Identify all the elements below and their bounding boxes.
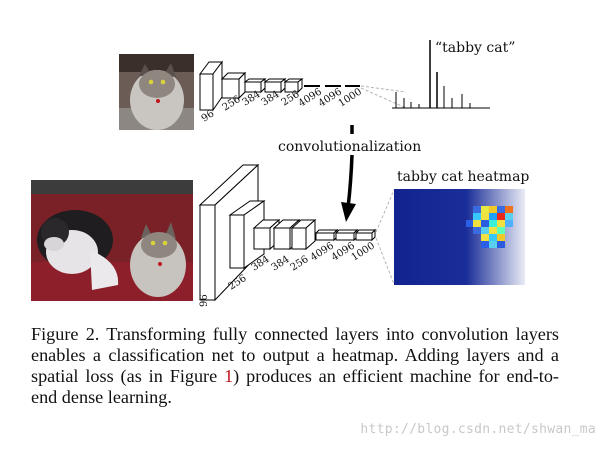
bottom-layer-block-4096b — [334, 228, 359, 242]
top-layer-block-256 — [220, 71, 247, 100]
bottom-label-0: 96 — [199, 294, 210, 307]
watermark: http://blog.csdn.net/shwan_ma — [360, 422, 596, 437]
heatmap — [394, 189, 525, 285]
top-layer-block-96 — [199, 60, 223, 112]
figure-caption: Figure 2. Transforming fully connected l… — [31, 324, 559, 408]
convolutionalization-arrow — [341, 125, 356, 222]
top-layer-block-384b — [263, 78, 287, 94]
bottom-layer-block-1000 — [354, 228, 377, 242]
top-label-7: 1000 — [337, 86, 364, 109]
figure: 96 256 384 384 256 4096 4096 1000 “tabby… — [31, 40, 529, 307]
top-cat-photo — [119, 54, 194, 130]
top-label-0: 96 — [200, 108, 217, 124]
score-bars — [392, 40, 490, 109]
bottom-layer-block-4096a — [314, 228, 339, 242]
top-layer-stack — [199, 60, 360, 112]
bottom-label-4: 256 — [289, 254, 311, 274]
bottom-label-7: 1000 — [350, 240, 377, 263]
caption-text-end: ) produces an efficient machine for end-… — [31, 366, 559, 407]
bottom-dog-cat-photo — [31, 180, 193, 301]
bottom-layer-block-256b — [290, 218, 317, 251]
bottom-connectors — [375, 189, 395, 285]
top-connectors — [360, 85, 407, 109]
heatmap-title: tabby cat heatmap — [397, 169, 529, 185]
heatmap-hotspot — [466, 206, 513, 248]
top-layer-block-256b — [283, 78, 304, 94]
arrow-label: convolutionalization — [278, 139, 421, 155]
class-label: “tabby cat” — [435, 40, 515, 56]
top-layer-block-384a — [243, 78, 267, 94]
figure-reference-link[interactable]: 1 — [224, 366, 234, 386]
caption-text: Figure 2. Transforming fully connected l… — [31, 324, 559, 386]
bottom-layer-stack — [198, 163, 377, 302]
